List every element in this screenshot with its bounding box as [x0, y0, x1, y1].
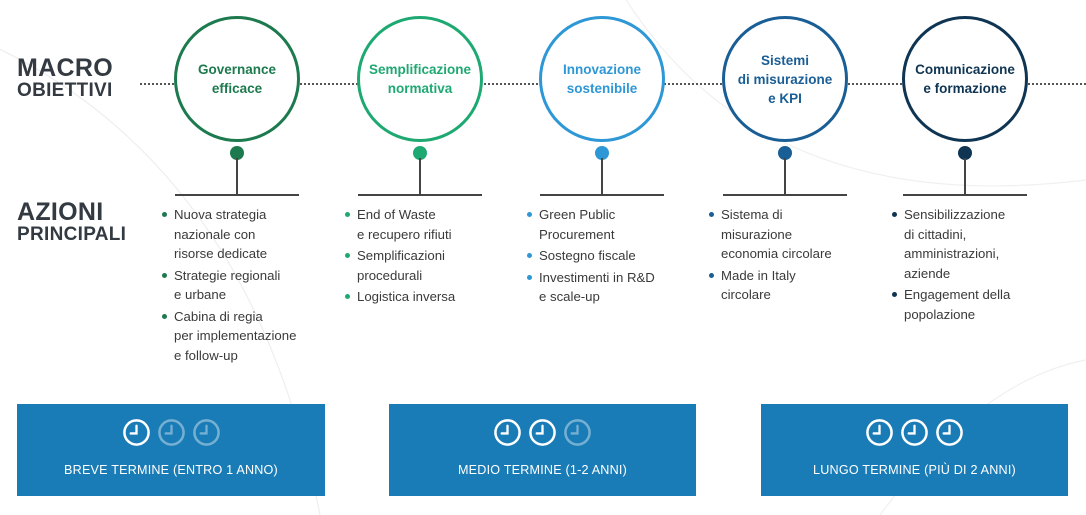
objective-connector-bar: [540, 194, 664, 196]
objective-circle-innovazione: Innovazione sostenibile: [539, 16, 665, 142]
action-item: Logistica inversa: [345, 287, 455, 307]
action-text: Cabina di regia per implementazione e fo…: [174, 308, 297, 363]
action-text: Sistema di misurazione economia circolar…: [721, 207, 832, 261]
term-box: LUNGO TERMINE (PIÙ DI 2 ANNI): [761, 404, 1068, 496]
objective-node-dot: [595, 146, 609, 160]
objective-node-dot: [958, 146, 972, 160]
action-item: Made in Italy circolare: [709, 266, 832, 305]
objective-connector-stem: [419, 158, 421, 194]
clock-icons-group: [761, 418, 1068, 447]
bullet-icon: [892, 292, 897, 297]
clock-icon: [901, 419, 928, 446]
azioni-principali-label: AZIONI PRINCIPALI: [17, 199, 126, 245]
bullet-icon: [527, 212, 532, 217]
term-label: BREVE TERMINE (ENTRO 1 ANNO): [64, 463, 278, 477]
objective-title: Comunicazione e formazione: [915, 62, 1015, 96]
term-box: MEDIO TERMINE (1-2 ANNI): [389, 404, 696, 496]
objective-connector-bar: [723, 194, 847, 196]
objective-node-dot: [778, 146, 792, 160]
action-text: Sensibilizzazione di cittadini, amminist…: [904, 207, 1006, 281]
objective-circle-governance: Governance efficace: [174, 16, 300, 142]
clock-icon: [122, 419, 150, 446]
action-text: Made in Italy circolare: [721, 267, 796, 303]
term-label: MEDIO TERMINE (1-2 ANNI): [457, 463, 627, 477]
action-text: Semplificazioni procedurali: [357, 248, 445, 283]
objective-node-dot: [413, 146, 427, 160]
bullet-icon: [527, 274, 532, 280]
action-text: Nuova strategia nazionale con risorse de…: [174, 207, 268, 261]
clock-icons-group: [389, 418, 696, 447]
actions-list-comunicazione: Sensibilizzazione di cittadini, amminist…: [892, 205, 1010, 326]
objective-connector-bar: [175, 194, 299, 196]
action-item: Sensibilizzazione di cittadini, amminist…: [892, 205, 1010, 283]
action-item: End of Waste e recupero rifiuti: [345, 205, 455, 244]
azioni-label-line1: AZIONI: [17, 198, 104, 226]
bullet-icon: [162, 313, 167, 319]
action-text: Sostegno fiscale: [539, 248, 636, 263]
bullet-icon: [892, 212, 897, 217]
objective-connector-bar: [358, 194, 482, 196]
action-item: Nuova strategia nazionale con risorse de…: [162, 205, 296, 264]
bullet-icon: [345, 253, 350, 258]
action-item: Engagement della popolazione: [892, 285, 1010, 324]
action-item: Semplificazioni procedurali: [345, 246, 455, 285]
clock-icon: [936, 419, 963, 446]
bullet-icon: [345, 294, 350, 299]
term-box: BREVE TERMINE (ENTRO 1 ANNO): [17, 404, 325, 496]
objective-title: Governance efficace: [197, 62, 277, 96]
clock-icon: [192, 419, 220, 446]
objective-connector-stem: [784, 158, 786, 194]
clock-icon: [157, 419, 185, 446]
objective-circle-semplificazione: Semplificazione normativa: [357, 16, 483, 142]
macro-obiettivi-label: MACRO OBIETTIVI: [17, 55, 113, 101]
clock-icon: [564, 419, 591, 446]
action-text: Investimenti in R&D e scale-up: [539, 269, 655, 305]
objective-title: Innovazione sostenibile: [562, 62, 641, 96]
action-text: Engagement della popolazione: [904, 287, 1011, 322]
objective-connector-stem: [964, 158, 966, 194]
action-item: Sostegno fiscale: [527, 246, 655, 266]
action-item: Sistema di misurazione economia circolar…: [709, 205, 832, 264]
term-label: LUNGO TERMINE (PIÙ DI 2 ANNI): [813, 463, 1016, 477]
objective-circle-sistemi: Sistemi di misurazione e KPI: [722, 16, 848, 142]
objective-title: Semplificazione normativa: [368, 62, 472, 96]
objective-connector-stem: [236, 158, 238, 194]
macro-label-line2: OBIETTIVI: [17, 80, 113, 101]
bullet-icon: [345, 212, 350, 217]
clock-icon: [866, 419, 893, 446]
bullet-icon: [162, 272, 167, 278]
action-text: Green Public Procurement: [539, 207, 616, 242]
objective-connector-stem: [601, 158, 603, 194]
actions-list-sistemi: Sistema di misurazione economia circolar…: [709, 205, 832, 307]
action-item: Strategie regionali e urbane: [162, 266, 296, 305]
action-item: Cabina di regia per implementazione e fo…: [162, 307, 296, 366]
bullet-icon: [709, 212, 714, 217]
bullet-icon: [162, 212, 167, 217]
action-text: Logistica inversa: [357, 289, 456, 304]
objective-connector-bar: [903, 194, 1027, 196]
clock-icons-group: [17, 418, 325, 447]
clock-icon: [529, 419, 556, 446]
action-text: Strategie regionali e urbane: [174, 267, 281, 303]
azioni-label-line2: PRINCIPALI: [17, 224, 127, 245]
actions-list-governance: Nuova strategia nazionale con risorse de…: [162, 205, 296, 367]
bullet-icon: [709, 272, 714, 278]
objective-title: Sistemi di misurazione e KPI: [737, 52, 833, 106]
action-item: Green Public Procurement: [527, 205, 655, 244]
objective-node-dot: [230, 146, 244, 160]
clock-icon: [494, 419, 521, 446]
bullet-icon: [527, 253, 532, 258]
action-text: End of Waste e recupero rifiuti: [357, 207, 452, 242]
macro-label-line1: MACRO: [17, 54, 113, 82]
objective-circle-comunicazione: Comunicazione e formazione: [902, 16, 1028, 142]
action-item: Investimenti in R&D e scale-up: [527, 268, 655, 307]
